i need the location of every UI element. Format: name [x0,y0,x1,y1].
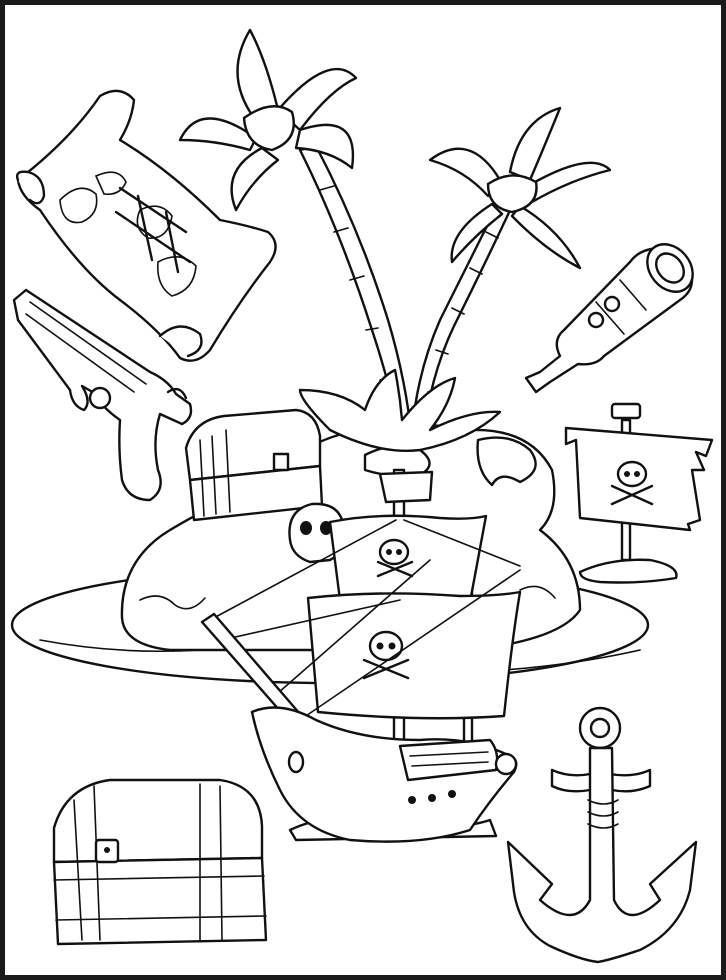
spyglass [524,243,694,394]
skull-crossbones-icon [610,460,654,506]
pirate-illustration [10,28,714,964]
skull-rock [288,502,346,564]
palm-tree-right [410,106,612,432]
palm-tree-left [178,28,414,442]
flintlock-pistol [12,288,193,502]
jolly-roger-flag [564,402,714,584]
skull-crossbones-icon [362,630,410,680]
treasure-chest [52,778,268,946]
skull-crossbones-icon [376,538,414,578]
small-treasure-chest [184,408,324,522]
island-shrub [298,368,502,452]
pirate-ship [200,468,522,843]
treasure-map [15,89,277,362]
anchor [506,706,698,964]
